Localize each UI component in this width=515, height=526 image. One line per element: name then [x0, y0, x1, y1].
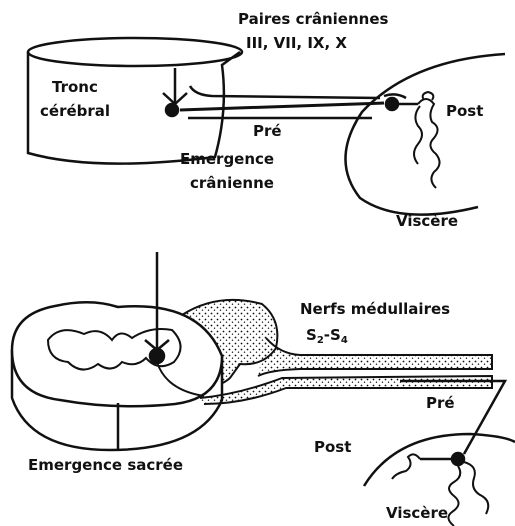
cranial-post-label: Post — [446, 104, 483, 119]
sacral-pre-label: Pré — [426, 396, 455, 411]
brainstem-label-line1: Tronc — [52, 80, 98, 95]
spinal-cord-section — [12, 302, 222, 450]
sacral-nerves-title: Nerfs médullaires — [300, 302, 450, 317]
cranial-ganglion — [384, 94, 418, 110]
cranial-viscera-outline — [345, 54, 505, 215]
cranial-nerves-list: III, VII, IX, X — [246, 36, 347, 51]
cranial-postganglionic-fibers — [414, 92, 440, 188]
sacral-section — [12, 252, 515, 526]
cranial-pre-label: Pré — [253, 124, 282, 139]
sacral-ganglion — [420, 453, 464, 465]
sacral-viscera-label: Viscère — [386, 506, 448, 521]
cranial-nerve-fibers — [180, 86, 384, 118]
sacral-emergence-label: Emergence sacrée — [28, 458, 183, 473]
cranial-viscera-label: Viscère — [396, 214, 458, 229]
cranial-emergence-line2: crânienne — [190, 176, 274, 191]
brainstem-cylinder — [28, 38, 242, 164]
sacral-post-label: Post — [314, 440, 351, 455]
cranial-emergence-line1: Emergence — [180, 152, 274, 167]
sacral-segments-label: S2-S4 — [306, 328, 348, 346]
cranial-nerves-title: Paires crâniennes — [238, 12, 388, 27]
brainstem-label-line2: cérébral — [40, 104, 110, 119]
